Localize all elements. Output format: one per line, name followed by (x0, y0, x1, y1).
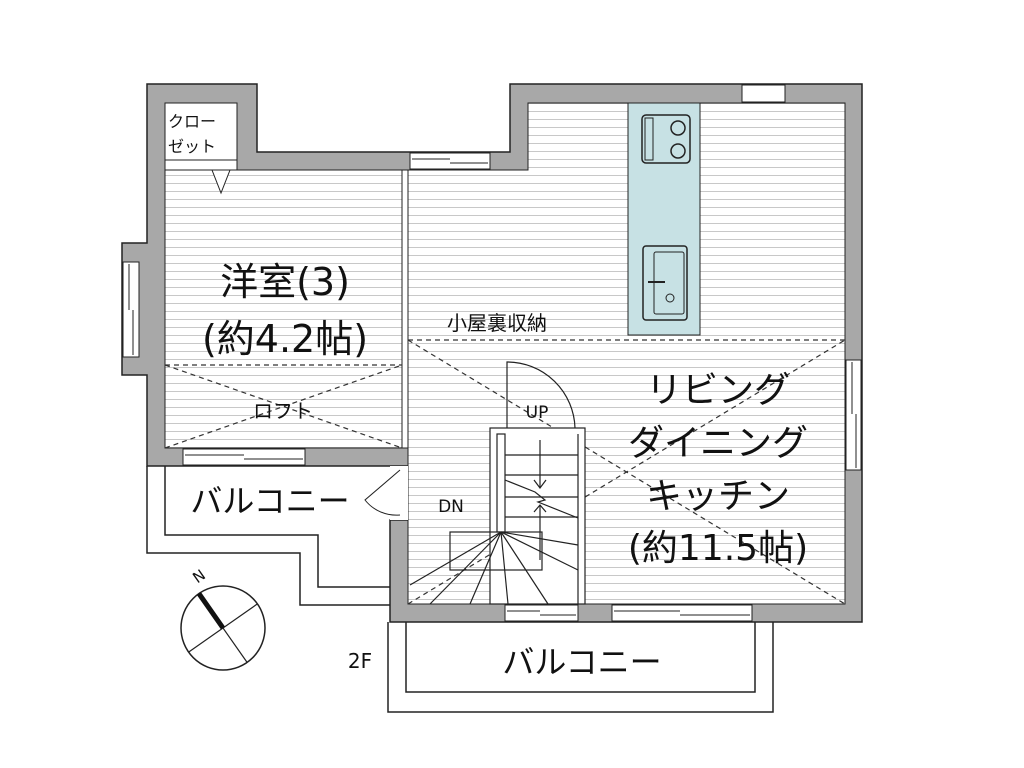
stove-icon (641, 114, 691, 164)
ldk-label-3: キッチン (646, 476, 790, 517)
attic-storage-label: 小屋裏収納 (447, 311, 547, 335)
closet-label-2: ゼット (168, 137, 216, 156)
staircase (409, 427, 586, 605)
windows (122, 84, 862, 622)
loft-label: ロフト (253, 399, 313, 423)
ldk-size: (約11.5帖) (628, 528, 808, 569)
hatch-door-arc (506, 361, 576, 429)
stairs-up-label: UP (526, 403, 549, 423)
western-room-name: 洋室(3) (220, 260, 350, 304)
balcony-left-outline (146, 466, 390, 606)
stairs-down-label: DN (438, 497, 464, 517)
balcony-bottom-label: バルコニー (502, 643, 661, 681)
ldk-label-1: リビング (646, 370, 790, 411)
compass-north-label: N (189, 566, 209, 587)
western-room-size: (約4.2帖) (202, 317, 368, 361)
sink-icon (642, 245, 688, 321)
balcony-left-label: バルコニー (190, 482, 349, 520)
kitchen-counter (627, 102, 701, 336)
compass-icon (180, 585, 266, 671)
loft-markers (164, 339, 846, 605)
floor-label: 2F (348, 649, 372, 673)
closet-door-marker (211, 169, 231, 195)
closet-label-1: クロー (168, 112, 216, 131)
balcony-bottom-outline (387, 622, 774, 713)
ldk-label-2: ダイニング (628, 423, 808, 464)
